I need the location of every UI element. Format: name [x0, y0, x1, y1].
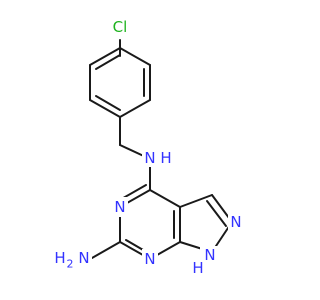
bond-c3-n2-double: [206, 200, 227, 227]
pyrimidine-n1-label: N: [144, 250, 155, 268]
nh-linker-h-label: H: [160, 149, 171, 167]
bond-c1-c2: [119, 47, 151, 66]
bond-c4-c5-inner: [95, 95, 121, 111]
nh2-n-label: N: [78, 249, 89, 267]
bond-c2-nh2: [91, 241, 121, 259]
nh-linker-bg: [142, 147, 176, 167]
atoms: Cl N H N N H 2 N N N H: [46, 16, 244, 280]
nh-ring-bg: [200, 246, 220, 280]
bond-c4-c5: [89, 99, 121, 118]
pyrazole-n1-label: N: [204, 246, 215, 264]
bond-c3a-c3: [179, 194, 213, 208]
nh-linker-n-label: N: [144, 149, 155, 167]
pyrazole-n1-h-label: H: [192, 259, 203, 277]
molecule-diagram: Cl N H N N H 2 N N N H: [46, 16, 244, 280]
bond-c3a-c4pyr: [149, 189, 181, 208]
nh2-subscript-2: 2: [67, 258, 74, 271]
bond-c6-c1: [89, 47, 121, 66]
cl-label-bg: [108, 16, 132, 36]
chlorine-label: Cl: [113, 18, 128, 36]
bond-c6-c1-inner: [95, 54, 121, 70]
pyrazole-n2-label: N: [230, 213, 241, 231]
bond-c3-c4: [119, 99, 151, 118]
nh2-bg: [46, 248, 92, 268]
n-pyrazole-bg: [228, 212, 244, 232]
pyrimidine-n3-label: N: [114, 198, 125, 216]
n-pyrimidine-bottom-bg: [142, 249, 158, 269]
nh2-h-label: H: [54, 249, 65, 267]
n-pyrimidine-top-bg: [112, 197, 128, 217]
